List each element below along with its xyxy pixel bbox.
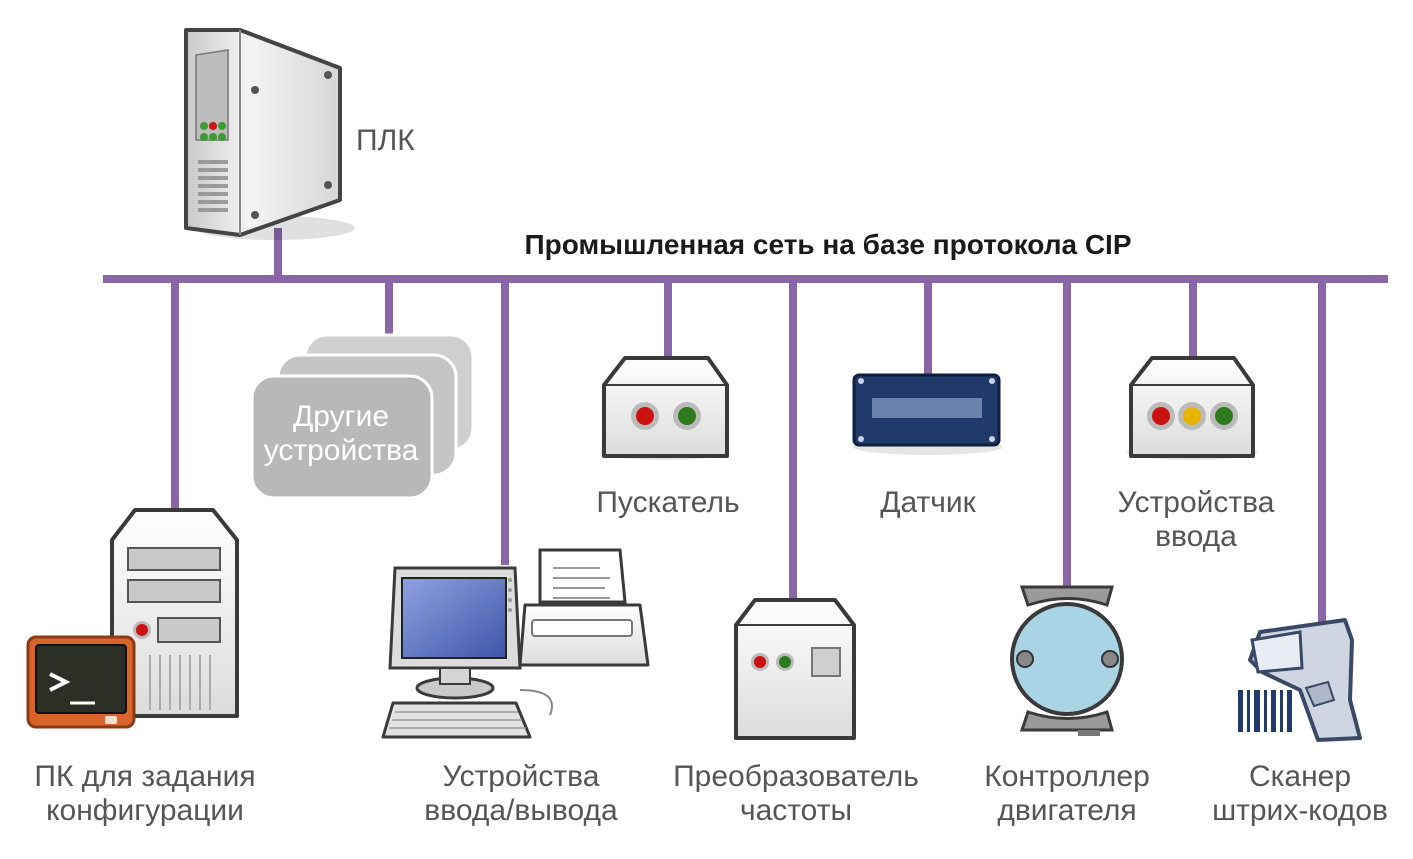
starter-label: Пускатель [596, 486, 739, 519]
freq-converter-icon [734, 598, 856, 740]
starter-icon [600, 356, 730, 460]
barcode-scanner-label-2: штрих-кодов [1212, 794, 1388, 827]
barcode-icon [1238, 690, 1292, 732]
sensor-label: Датчик [880, 486, 976, 519]
input-devices-label-2: ввода [1155, 520, 1237, 553]
motor-controller-label-1: Контроллер [984, 760, 1150, 793]
config-pc-icon [26, 508, 239, 729]
input-devices-label-1: Устройства [1118, 486, 1275, 519]
io-devices-icon [381, 548, 650, 739]
io-devices-label-1: Устройства [443, 760, 600, 793]
plc-label: ПЛК [356, 124, 415, 157]
freq-converter-label-2: частоты [740, 794, 852, 827]
freq-converter-label-1: Преобразователь [673, 760, 919, 793]
input-devices-icon [1127, 356, 1257, 460]
config-pc-label-2: конфигурации [46, 794, 244, 827]
other-devices-label-1: Другие [293, 400, 389, 433]
sensor-icon [852, 373, 1003, 455]
motor-controller-icon [1010, 585, 1124, 736]
io-devices-label-2: ввода/вывода [424, 794, 618, 827]
barcode-scanner-label-1: Сканер [1249, 760, 1351, 793]
other-devices-icon [250, 333, 475, 500]
network-bus [103, 228, 1388, 625]
other-devices-label-2: устройства [264, 434, 419, 467]
network-title: Промышленная сеть на базе протокола CIP [524, 229, 1131, 260]
plc-icon [184, 28, 355, 240]
barcode-scanner-icon [1238, 618, 1362, 742]
config-pc-label-1: ПК для задания [34, 760, 255, 793]
motor-controller-label-2: двигателя [997, 794, 1136, 827]
